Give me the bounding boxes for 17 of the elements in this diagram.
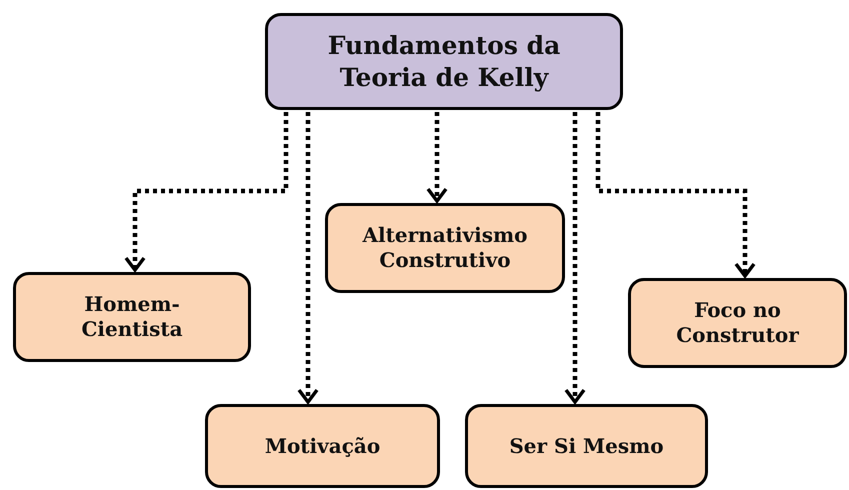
rounded-box <box>465 404 708 488</box>
box-label: Homem- Cientista <box>80 292 184 342</box>
dotted-arrow <box>564 112 586 404</box>
box-label: Foco no Construtor <box>675 298 800 348</box>
dotted-arrow <box>596 112 756 278</box>
dotted-arrow <box>124 112 288 272</box>
box-label: Alternativismo Construtivo <box>361 223 528 273</box>
dotted-arrow <box>426 112 448 203</box>
rounded-box <box>13 272 251 362</box>
box-label: Motivação <box>264 434 380 458</box>
rounded-box <box>325 203 565 293</box>
dotted-arrow <box>297 112 319 404</box>
rounded-box <box>628 278 847 368</box>
box-label: Fundamentos da Teoria de Kelly <box>326 30 562 93</box>
rounded-box <box>265 13 623 110</box>
rounded-box <box>205 404 440 488</box>
box-label: Ser Si Mesmo <box>509 434 664 458</box>
